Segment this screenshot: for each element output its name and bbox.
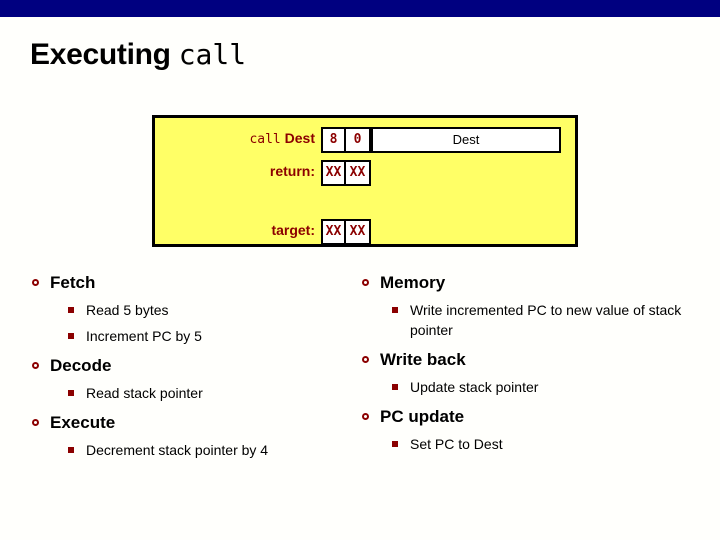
stage-label: Decode: [50, 356, 112, 375]
diagram-row-target: target: XX XX: [155, 219, 575, 245]
stage-heading-execute: Execute: [30, 412, 360, 434]
stage-step: Write incremented PC to new value of sta…: [360, 300, 710, 340]
page-title: Executing call: [30, 38, 246, 72]
stage-list-left: Fetch Read 5 bytes Increment PC by 5 Dec…: [30, 272, 360, 460]
diagram-row-instruction: call Dest 8 0 Dest: [155, 127, 575, 153]
stage-step: Read stack pointer: [30, 383, 360, 403]
circle-bullet-icon: [362, 413, 369, 420]
stage-heading-memory: Memory: [360, 272, 710, 294]
stage-heading-write-back: Write back: [360, 349, 710, 371]
stage-heading-pc-update: PC update: [360, 406, 710, 428]
stage-step-label: Decrement stack pointer by 4: [86, 442, 269, 458]
stage-step: Decrement stack pointer by 4: [30, 440, 360, 460]
byte-cells-return: XX XX: [321, 160, 371, 186]
circle-bullet-icon: [32, 362, 39, 369]
byte-cell: XX: [323, 221, 346, 243]
stage-step-label: Read stack pointer: [86, 385, 203, 401]
stage-label: PC update: [380, 407, 465, 426]
stage-heading-fetch: Fetch: [30, 272, 360, 294]
square-bullet-icon: [68, 447, 74, 453]
square-bullet-icon: [68, 333, 74, 339]
square-bullet-icon: [392, 307, 398, 313]
stage-step: Set PC to Dest: [360, 434, 710, 454]
stage-label: Execute: [50, 413, 116, 432]
stage-step: Increment PC by 5: [30, 326, 360, 346]
byte-cell: XX: [323, 162, 346, 184]
square-bullet-icon: [68, 307, 74, 313]
square-bullet-icon: [392, 384, 398, 390]
stage-heading-decode: Decode: [30, 355, 360, 377]
byte-cell: XX: [349, 165, 366, 180]
stage-label: Write back: [380, 350, 466, 369]
circle-bullet-icon: [362, 356, 369, 363]
stage-step: Update stack pointer: [360, 377, 710, 397]
stage-step-label: Increment PC by 5: [86, 328, 202, 344]
instruction-diagram-panel: call Dest 8 0 Dest return: XX XX target:…: [152, 115, 578, 247]
byte-cell: XX: [349, 224, 366, 239]
stage-step: Read 5 bytes: [30, 300, 360, 320]
stage-label: Fetch: [50, 273, 96, 292]
top-banner: [0, 0, 720, 17]
square-bullet-icon: [68, 390, 74, 396]
row-label-return: return:: [269, 163, 315, 179]
row-label-operand: Dest: [280, 130, 315, 146]
circle-bullet-icon: [32, 419, 39, 426]
circle-bullet-icon: [362, 279, 369, 286]
diagram-row-return: return: XX XX: [155, 160, 575, 186]
byte-cells-target: XX XX: [321, 219, 371, 245]
byte-cells-instruction: 8 0: [321, 127, 371, 153]
page-title-mnemonic: call: [178, 38, 247, 71]
stage-step-label: Set PC to Dest: [410, 436, 503, 452]
circle-bullet-icon: [32, 279, 39, 286]
row-label-mnemonic: call: [249, 132, 281, 147]
row-label-target: target:: [271, 222, 315, 238]
stage-step-label: Write incremented PC to new value of sta…: [410, 302, 682, 338]
byte-cell: 0: [353, 132, 362, 147]
byte-cell: 8: [323, 129, 346, 151]
stage-step-label: Update stack pointer: [410, 379, 539, 395]
row-label-instruction: call Dest: [155, 130, 315, 147]
square-bullet-icon: [392, 441, 398, 447]
dest-field-box: Dest: [371, 127, 561, 153]
page-title-text: Executing: [30, 38, 179, 71]
stage-label: Memory: [380, 273, 446, 292]
stage-list-right: Memory Write incremented PC to new value…: [360, 272, 710, 454]
stage-step-label: Read 5 bytes: [86, 302, 169, 318]
